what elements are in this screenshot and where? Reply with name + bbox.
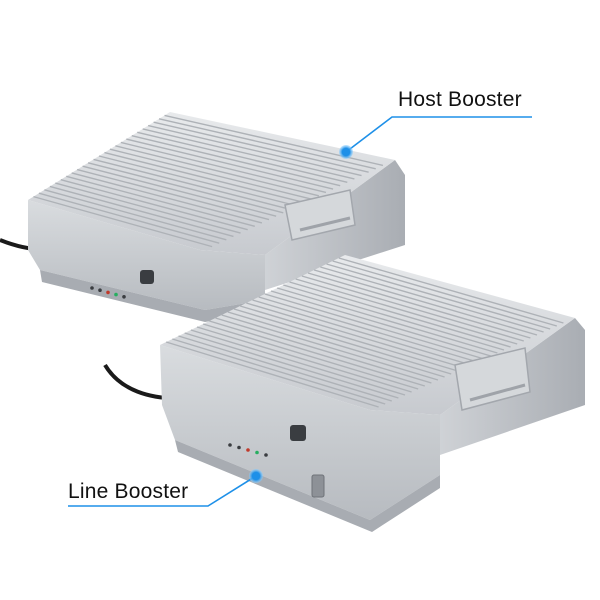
fin-line xyxy=(209,320,426,387)
host-fins xyxy=(33,114,384,248)
fin-line xyxy=(33,195,213,248)
fin-line xyxy=(295,278,518,345)
fin-line xyxy=(313,269,538,336)
fin-line xyxy=(153,121,369,173)
fin-line xyxy=(93,158,291,211)
fin-line xyxy=(233,308,452,375)
status-led xyxy=(255,450,259,455)
status-led xyxy=(122,295,126,299)
fin-line xyxy=(142,128,355,180)
status-led xyxy=(114,292,118,297)
fin-line xyxy=(184,332,399,399)
fin-line xyxy=(66,175,255,227)
host-led-row xyxy=(90,286,126,299)
fin-line xyxy=(258,296,478,363)
fin-line xyxy=(55,182,241,234)
line-led-row xyxy=(228,443,268,457)
line-callout xyxy=(68,469,263,507)
host-booster-unit xyxy=(0,112,405,322)
fin-line xyxy=(227,311,445,378)
host-handle-grip xyxy=(299,216,351,232)
status-led xyxy=(98,288,102,293)
line-n-connector xyxy=(311,474,325,498)
host-callout-dot xyxy=(339,145,353,159)
fin-line xyxy=(82,165,277,217)
fin-line xyxy=(126,138,334,190)
fin-line xyxy=(120,141,327,194)
fin-line xyxy=(190,329,406,396)
fin-line xyxy=(283,284,505,351)
fin-line xyxy=(332,260,557,327)
fin-line xyxy=(326,263,551,330)
host-front-face xyxy=(28,200,265,310)
status-led xyxy=(228,443,232,447)
fin-line xyxy=(320,266,544,333)
line-handle-grip xyxy=(469,383,526,402)
status-led xyxy=(246,448,250,452)
fin-line xyxy=(49,185,234,238)
fin-line xyxy=(215,317,432,384)
line-callout-line xyxy=(68,475,257,507)
line-booster-unit xyxy=(103,255,585,532)
fin-line xyxy=(270,290,491,357)
fin-line xyxy=(301,275,524,342)
line-fins xyxy=(165,257,564,408)
fin-line xyxy=(246,302,465,369)
fin-line xyxy=(338,257,564,324)
fin-line xyxy=(38,192,220,244)
fin-line xyxy=(76,168,270,221)
host-connector xyxy=(140,270,154,284)
fin-line xyxy=(104,151,305,204)
status-led xyxy=(90,286,94,290)
fin-line xyxy=(147,124,362,177)
fin-line xyxy=(71,172,263,224)
fin-line xyxy=(172,338,386,405)
fin-line xyxy=(98,155,298,207)
status-led xyxy=(237,445,241,450)
fin-line xyxy=(137,131,348,183)
fin-line xyxy=(196,326,412,393)
fin-line xyxy=(158,118,376,170)
status-led xyxy=(106,290,110,295)
fin-line xyxy=(252,299,472,366)
host-callout xyxy=(339,116,532,159)
fin-line xyxy=(60,179,248,231)
fin-line xyxy=(221,314,439,381)
fin-line xyxy=(109,148,312,200)
line-connector xyxy=(290,425,306,441)
fin-line xyxy=(307,272,531,339)
line-booster-label: Line Booster xyxy=(68,480,189,503)
host-callout-line xyxy=(345,116,532,153)
fin-line xyxy=(115,145,320,197)
host-handle xyxy=(284,189,356,241)
fin-line xyxy=(239,305,459,372)
fin-line xyxy=(289,281,511,348)
fin-line xyxy=(44,189,227,241)
fin-line xyxy=(264,293,485,360)
line-handle xyxy=(454,347,531,411)
status-led xyxy=(264,453,268,457)
fin-line xyxy=(131,135,341,187)
fin-line xyxy=(87,162,284,214)
fin-line xyxy=(165,341,379,408)
line-callout-dot xyxy=(249,469,263,483)
fin-line xyxy=(202,323,419,390)
host-booster-label: Host Booster xyxy=(398,88,522,111)
fin-line xyxy=(276,287,498,354)
fin-line xyxy=(178,335,393,402)
